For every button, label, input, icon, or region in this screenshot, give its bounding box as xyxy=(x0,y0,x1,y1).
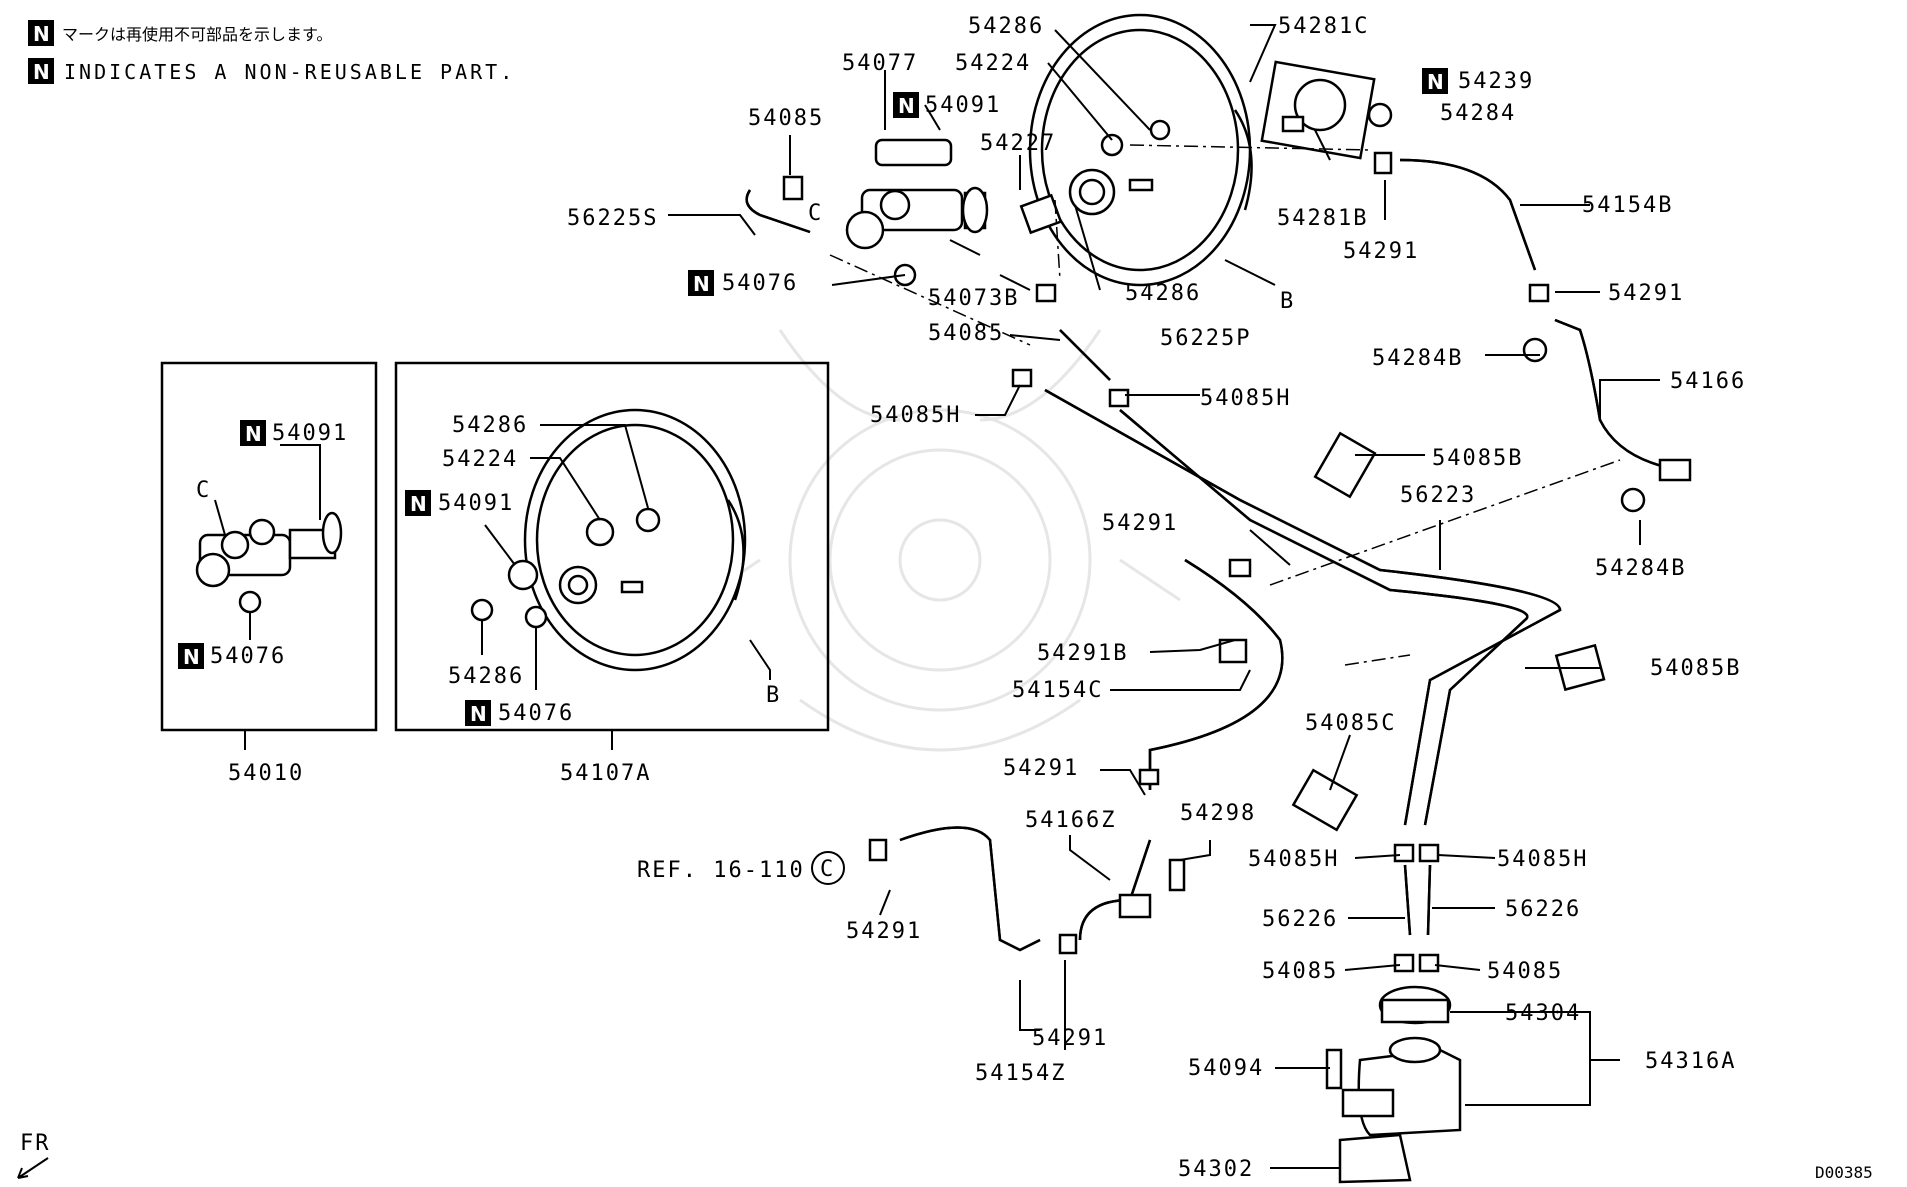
label-54239: 54239 xyxy=(1458,69,1534,94)
label-54227: 54227 xyxy=(980,131,1056,156)
leader-lines xyxy=(214,24,1660,1169)
label-c-ref: C xyxy=(820,857,835,882)
inset1-label-54091: 54091 xyxy=(272,421,348,446)
legend-note-en: INDICATES A NON-REUSABLE PART. xyxy=(64,60,515,84)
label-54166: 54166 xyxy=(1670,369,1746,394)
inset1-label-54076: 54076 xyxy=(210,644,286,669)
label-56226-a: 56226 xyxy=(1262,907,1338,932)
svg-text:N: N xyxy=(33,22,50,46)
label-54286-mid: 54286 xyxy=(1125,281,1201,306)
label-54077: 54077 xyxy=(842,51,918,76)
label-56225P: 56225P xyxy=(1160,326,1251,351)
brake-booster-main xyxy=(1028,13,1393,287)
label-54281C: 54281C xyxy=(1278,14,1369,39)
legend-note-jp: マークは再使用不可部品を示します。 xyxy=(62,25,332,44)
label-54085-top: 54085 xyxy=(748,106,824,131)
clamps-brackets xyxy=(868,151,1692,973)
label-54291B: 54291B xyxy=(1037,641,1128,666)
non-reusable-mark xyxy=(688,270,714,296)
label-c-top: C xyxy=(808,201,823,226)
svg-text:N: N xyxy=(898,94,915,118)
label-54302: 54302 xyxy=(1178,1157,1254,1182)
non-reusable-mark xyxy=(465,700,491,726)
inset2-label-54286-b: 54286 xyxy=(448,664,524,689)
label-54284: 54284 xyxy=(1440,101,1516,126)
label-54085B-b: 54085B xyxy=(1650,656,1741,681)
inset2-caption-54107A: 54107A xyxy=(560,761,651,786)
svg-text:N: N xyxy=(183,645,200,669)
label-54166Z: 54166Z xyxy=(1025,808,1116,833)
part-labels: 54286 54281C N 54239 54224 54077 N 54091… xyxy=(20,14,1873,1182)
watermark-emblem-icon xyxy=(699,329,1181,752)
label-56226-b: 56226 xyxy=(1505,897,1581,922)
label-54094: 54094 xyxy=(1188,1056,1264,1081)
front-direction-arrow-icon xyxy=(17,1157,49,1179)
label-56223: 56223 xyxy=(1400,483,1476,508)
label-54076-top: 54076 xyxy=(722,271,798,296)
label-54091-top: 54091 xyxy=(925,93,1001,118)
label-54085H-left: 54085H xyxy=(870,403,961,428)
svg-text:N: N xyxy=(693,272,710,296)
non-reusable-mark xyxy=(240,420,266,446)
label-54154B: 54154B xyxy=(1582,193,1673,218)
label-54284B-b: 54284B xyxy=(1595,556,1686,581)
svg-text:N: N xyxy=(410,492,427,516)
label-54154C: 54154C xyxy=(1012,678,1103,703)
label-ref-16-110: REF. 16-110 xyxy=(637,858,805,883)
label-54286-top: 54286 xyxy=(968,14,1044,39)
master-cylinder-top xyxy=(845,138,1063,287)
label-54316A: 54316A xyxy=(1645,1049,1736,1074)
vacuum-hose-lines xyxy=(745,158,1681,952)
inset2-label-b: B xyxy=(766,683,781,708)
center-lines xyxy=(829,144,1621,666)
label-54085H-b: 54085H xyxy=(1497,847,1588,872)
label-fr: FR xyxy=(20,1131,51,1156)
label-54085-c: 54085 xyxy=(1262,959,1338,984)
label-54085B-a: 54085B xyxy=(1432,446,1523,471)
inset2-label-54224: 54224 xyxy=(442,447,518,472)
label-54085-mid: 54085 xyxy=(928,321,1004,346)
label-54284B-a: 54284B xyxy=(1372,346,1463,371)
inset-labels: N 54091 C N 54076 54010 54286 54224 N 54… xyxy=(178,413,781,786)
non-reusable-mark xyxy=(405,490,431,516)
non-reusable-mark xyxy=(893,92,919,118)
label-54281B: 54281B xyxy=(1277,206,1368,231)
label-54085H-right: 54085H xyxy=(1200,386,1291,411)
drawing-code: D00385 xyxy=(1815,1163,1873,1182)
non-reusable-mark xyxy=(1422,68,1448,94)
inset1-label-c: C xyxy=(196,478,211,503)
label-b-top: B xyxy=(1280,289,1295,314)
label-54085H-a: 54085H xyxy=(1248,847,1339,872)
non-reusable-mark xyxy=(178,643,204,669)
inset2-label-54091: 54091 xyxy=(438,491,514,516)
inset2-label-54286-a: 54286 xyxy=(452,413,528,438)
label-54073B: 54073B xyxy=(928,286,1019,311)
inset1-caption-54010: 54010 xyxy=(228,761,304,786)
inset-frame-54010 xyxy=(160,361,378,732)
label-54291-a: 54291 xyxy=(1343,239,1419,264)
brake-fluid-reservoir xyxy=(1325,985,1462,1184)
label-54085C: 54085C xyxy=(1305,711,1396,736)
label-54298: 54298 xyxy=(1180,801,1256,826)
legend-note: N マークは再使用不可部品を示します。 N INDICATES A NON-RE… xyxy=(28,20,515,84)
svg-text:N: N xyxy=(33,60,50,84)
label-54291-c: 54291 xyxy=(1102,511,1178,536)
svg-text:N: N xyxy=(1427,70,1444,94)
label-54291-d: 54291 xyxy=(1003,756,1079,781)
label-54224-top: 54224 xyxy=(955,51,1031,76)
svg-text:N: N xyxy=(245,422,262,446)
inset-brake-booster xyxy=(470,408,747,672)
label-54291-e: 54291 xyxy=(846,919,922,944)
label-54085-d: 54085 xyxy=(1487,959,1563,984)
inset-master-cylinder xyxy=(195,511,343,614)
label-56225S: 56225S xyxy=(567,206,658,231)
svg-text:N: N xyxy=(470,702,487,726)
inset2-label-54076: 54076 xyxy=(498,701,574,726)
label-54291-b: 54291 xyxy=(1608,281,1684,306)
label-54304: 54304 xyxy=(1505,1001,1581,1026)
label-54154Z: 54154Z xyxy=(975,1061,1066,1086)
label-54291-f: 54291 xyxy=(1032,1026,1108,1051)
